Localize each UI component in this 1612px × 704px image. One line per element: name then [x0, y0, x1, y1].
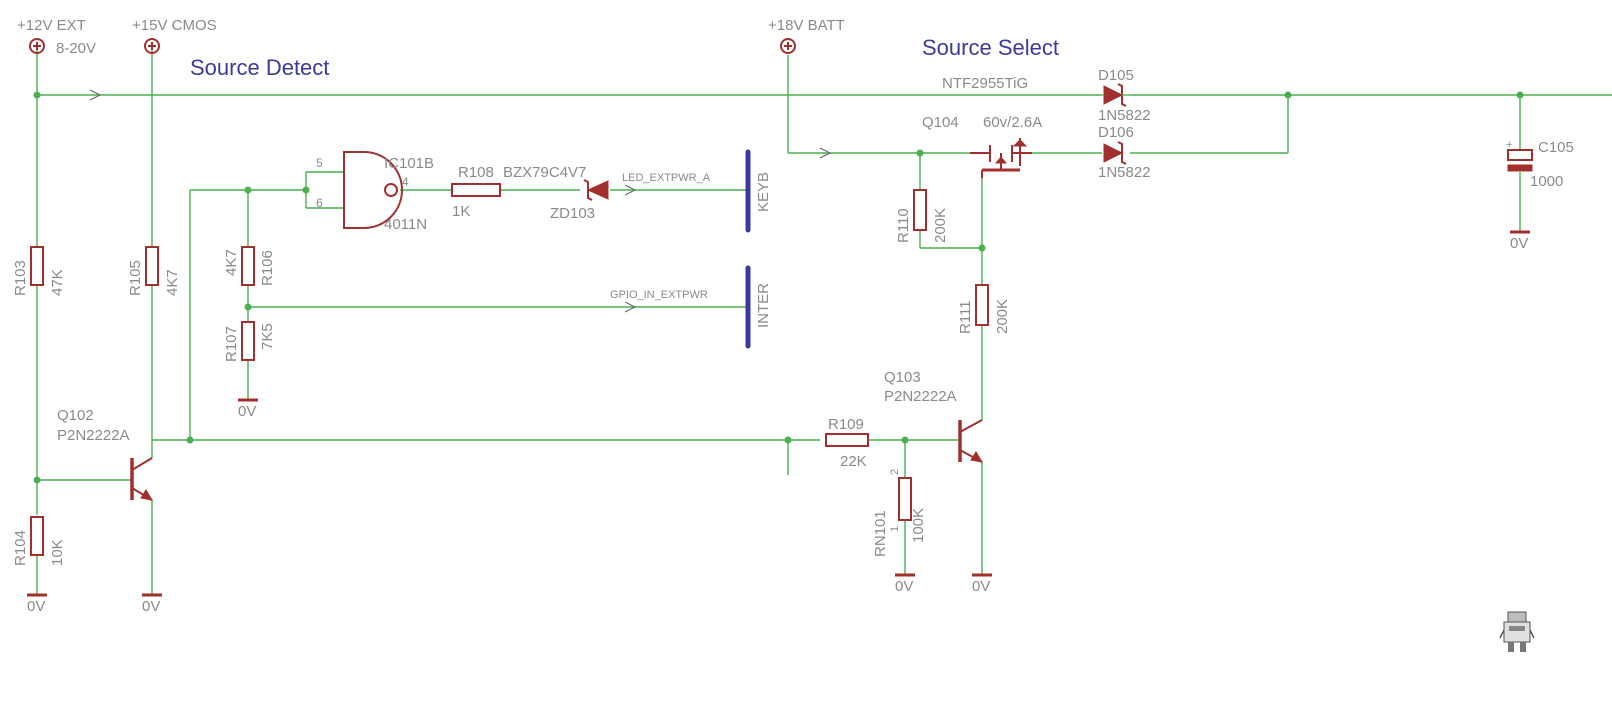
ground-label: 0V: [27, 598, 45, 615]
ground-symbol: 0V: [1510, 230, 1530, 252]
mosfet-q104: Q104 60v/2.6A: [922, 114, 1042, 178]
ground-symbol: 0V: [972, 573, 992, 595]
ground-label: 0V: [1510, 235, 1528, 252]
supply-cmos: +15V CMOS: [132, 17, 217, 54]
c105-value: 1000: [1530, 173, 1563, 190]
r111-ref: R111: [957, 300, 974, 334]
r110-ref: R110: [895, 208, 912, 243]
resistor-r104: R104 10K: [12, 516, 66, 566]
junction-dots: [33, 91, 1524, 484]
wires: [36, 47, 1612, 595]
r107-value: 7K5: [259, 323, 276, 350]
ground-label: 0V: [238, 403, 256, 420]
ic101b-pin5: 5: [316, 156, 323, 170]
resistor-r111: R111 200K: [957, 284, 1011, 334]
resistor-rn101: RN101 100K 2 1: [872, 469, 927, 557]
d105-value: 1N5822: [1098, 107, 1151, 124]
r110-value: 200K: [932, 208, 949, 243]
connector-inter: INTER: [745, 265, 772, 349]
d105-ref: D105: [1098, 67, 1134, 84]
connector-inter-label: INTER: [755, 283, 772, 328]
transistor-q102: Q102 P2N2222A: [57, 407, 153, 501]
connector-keyb-label: KEYB: [755, 172, 772, 212]
connector-keyb: KEYB: [745, 149, 772, 233]
zener-zd103: BZX79C4V7 ZD103: [503, 164, 609, 222]
title-source-detect: Source Detect: [190, 55, 329, 80]
r108-ref: R108: [458, 164, 494, 181]
resistor-r105: R105 4K7: [127, 246, 181, 296]
svg-text:+: +: [1506, 139, 1512, 151]
r105-value: 4K7: [164, 269, 181, 296]
resistor-r109: R109 22K: [825, 416, 869, 470]
zd103-value: BZX79C4V7: [503, 164, 586, 181]
r108-value: 1K: [452, 203, 470, 220]
ic101b-value: 4011N: [384, 216, 427, 233]
diode-d106: D106 1N5822: [1098, 124, 1151, 181]
net-gpio-in-extpwr: GPIO_IN_EXTPWR: [610, 289, 708, 301]
r103-value: 47K: [49, 269, 66, 296]
supply-ext-range: 8-20V: [56, 40, 96, 57]
rn101-ref: RN101: [872, 510, 889, 557]
r104-value: 10K: [49, 539, 66, 566]
nand-gate-ic101b: 5 6 4 IC101B 4011N: [316, 151, 434, 233]
supply-batt: +18V BATT: [768, 17, 845, 54]
ground-symbol: 0V: [142, 593, 162, 615]
ic101b-pin4: 4: [402, 175, 409, 189]
resistor-r108: R108 1K: [451, 164, 501, 220]
signal-arrows: [89, 89, 832, 313]
ground-symbol: 0V: [238, 398, 258, 420]
supply-ext-name: +12V EXT: [17, 17, 86, 34]
capacitor-c105: + C105 1000: [1506, 139, 1574, 190]
supply-batt-name: +18V BATT: [768, 17, 845, 34]
q102-ref: Q102: [57, 407, 94, 424]
ground-label: 0V: [895, 578, 913, 595]
r107-ref: R107: [223, 326, 240, 362]
supply-ext: +12V EXT 8-20V: [17, 17, 96, 57]
resistor-r110: R110 200K: [895, 189, 949, 243]
ground-symbols: 0V 0V 0V 0V 0V 0V: [27, 230, 1530, 615]
r105-ref: R105: [127, 260, 144, 296]
q104-ref: Q104: [922, 114, 959, 131]
ground-label: 0V: [142, 598, 160, 615]
r103-ref: R103: [12, 260, 29, 296]
mosfet-part-number: NTF2955TiG: [942, 75, 1028, 92]
net-led-extpwr: LED_EXTPWR_A: [622, 172, 711, 184]
d106-value: 1N5822: [1098, 164, 1151, 181]
ic101b-pin6: 6: [316, 196, 323, 210]
resistor-r106: 4K7 R106: [223, 246, 276, 286]
d106-ref: D106: [1098, 124, 1134, 141]
rn101-value: 100K: [910, 508, 927, 543]
ground-symbol: 0V: [27, 593, 47, 615]
r106-value: 4K7: [223, 249, 240, 276]
ic101b-ref: IC101B: [384, 155, 434, 172]
diode-d105: D105 1N5822: [1098, 67, 1151, 124]
robot-logo: [1499, 611, 1535, 652]
ground-label: 0V: [972, 578, 990, 595]
title-source-select: Source Select: [922, 35, 1059, 60]
r111-value: 200K: [994, 299, 1011, 334]
zd103-ref: ZD103: [550, 205, 595, 222]
rn101-pin1: 1: [889, 526, 901, 532]
r104-ref: R104: [12, 530, 29, 566]
r109-value: 22K: [840, 453, 867, 470]
r109-ref: R109: [828, 416, 864, 433]
resistor-r103: R103 47K: [12, 246, 66, 296]
transistor-q103: Q103 P2N2222A: [884, 369, 983, 463]
q102-value: P2N2222A: [57, 427, 130, 444]
q104-value: 60v/2.6A: [983, 114, 1042, 131]
supply-cmos-name: +15V CMOS: [132, 17, 217, 34]
ground-symbol: 0V: [895, 573, 915, 595]
rn101-pin2: 2: [889, 469, 901, 475]
r106-ref: R106: [259, 250, 276, 286]
c105-ref: C105: [1538, 139, 1574, 156]
q103-value: P2N2222A: [884, 388, 957, 405]
q103-ref: Q103: [884, 369, 921, 386]
resistor-r107: R107 7K5: [223, 321, 276, 362]
